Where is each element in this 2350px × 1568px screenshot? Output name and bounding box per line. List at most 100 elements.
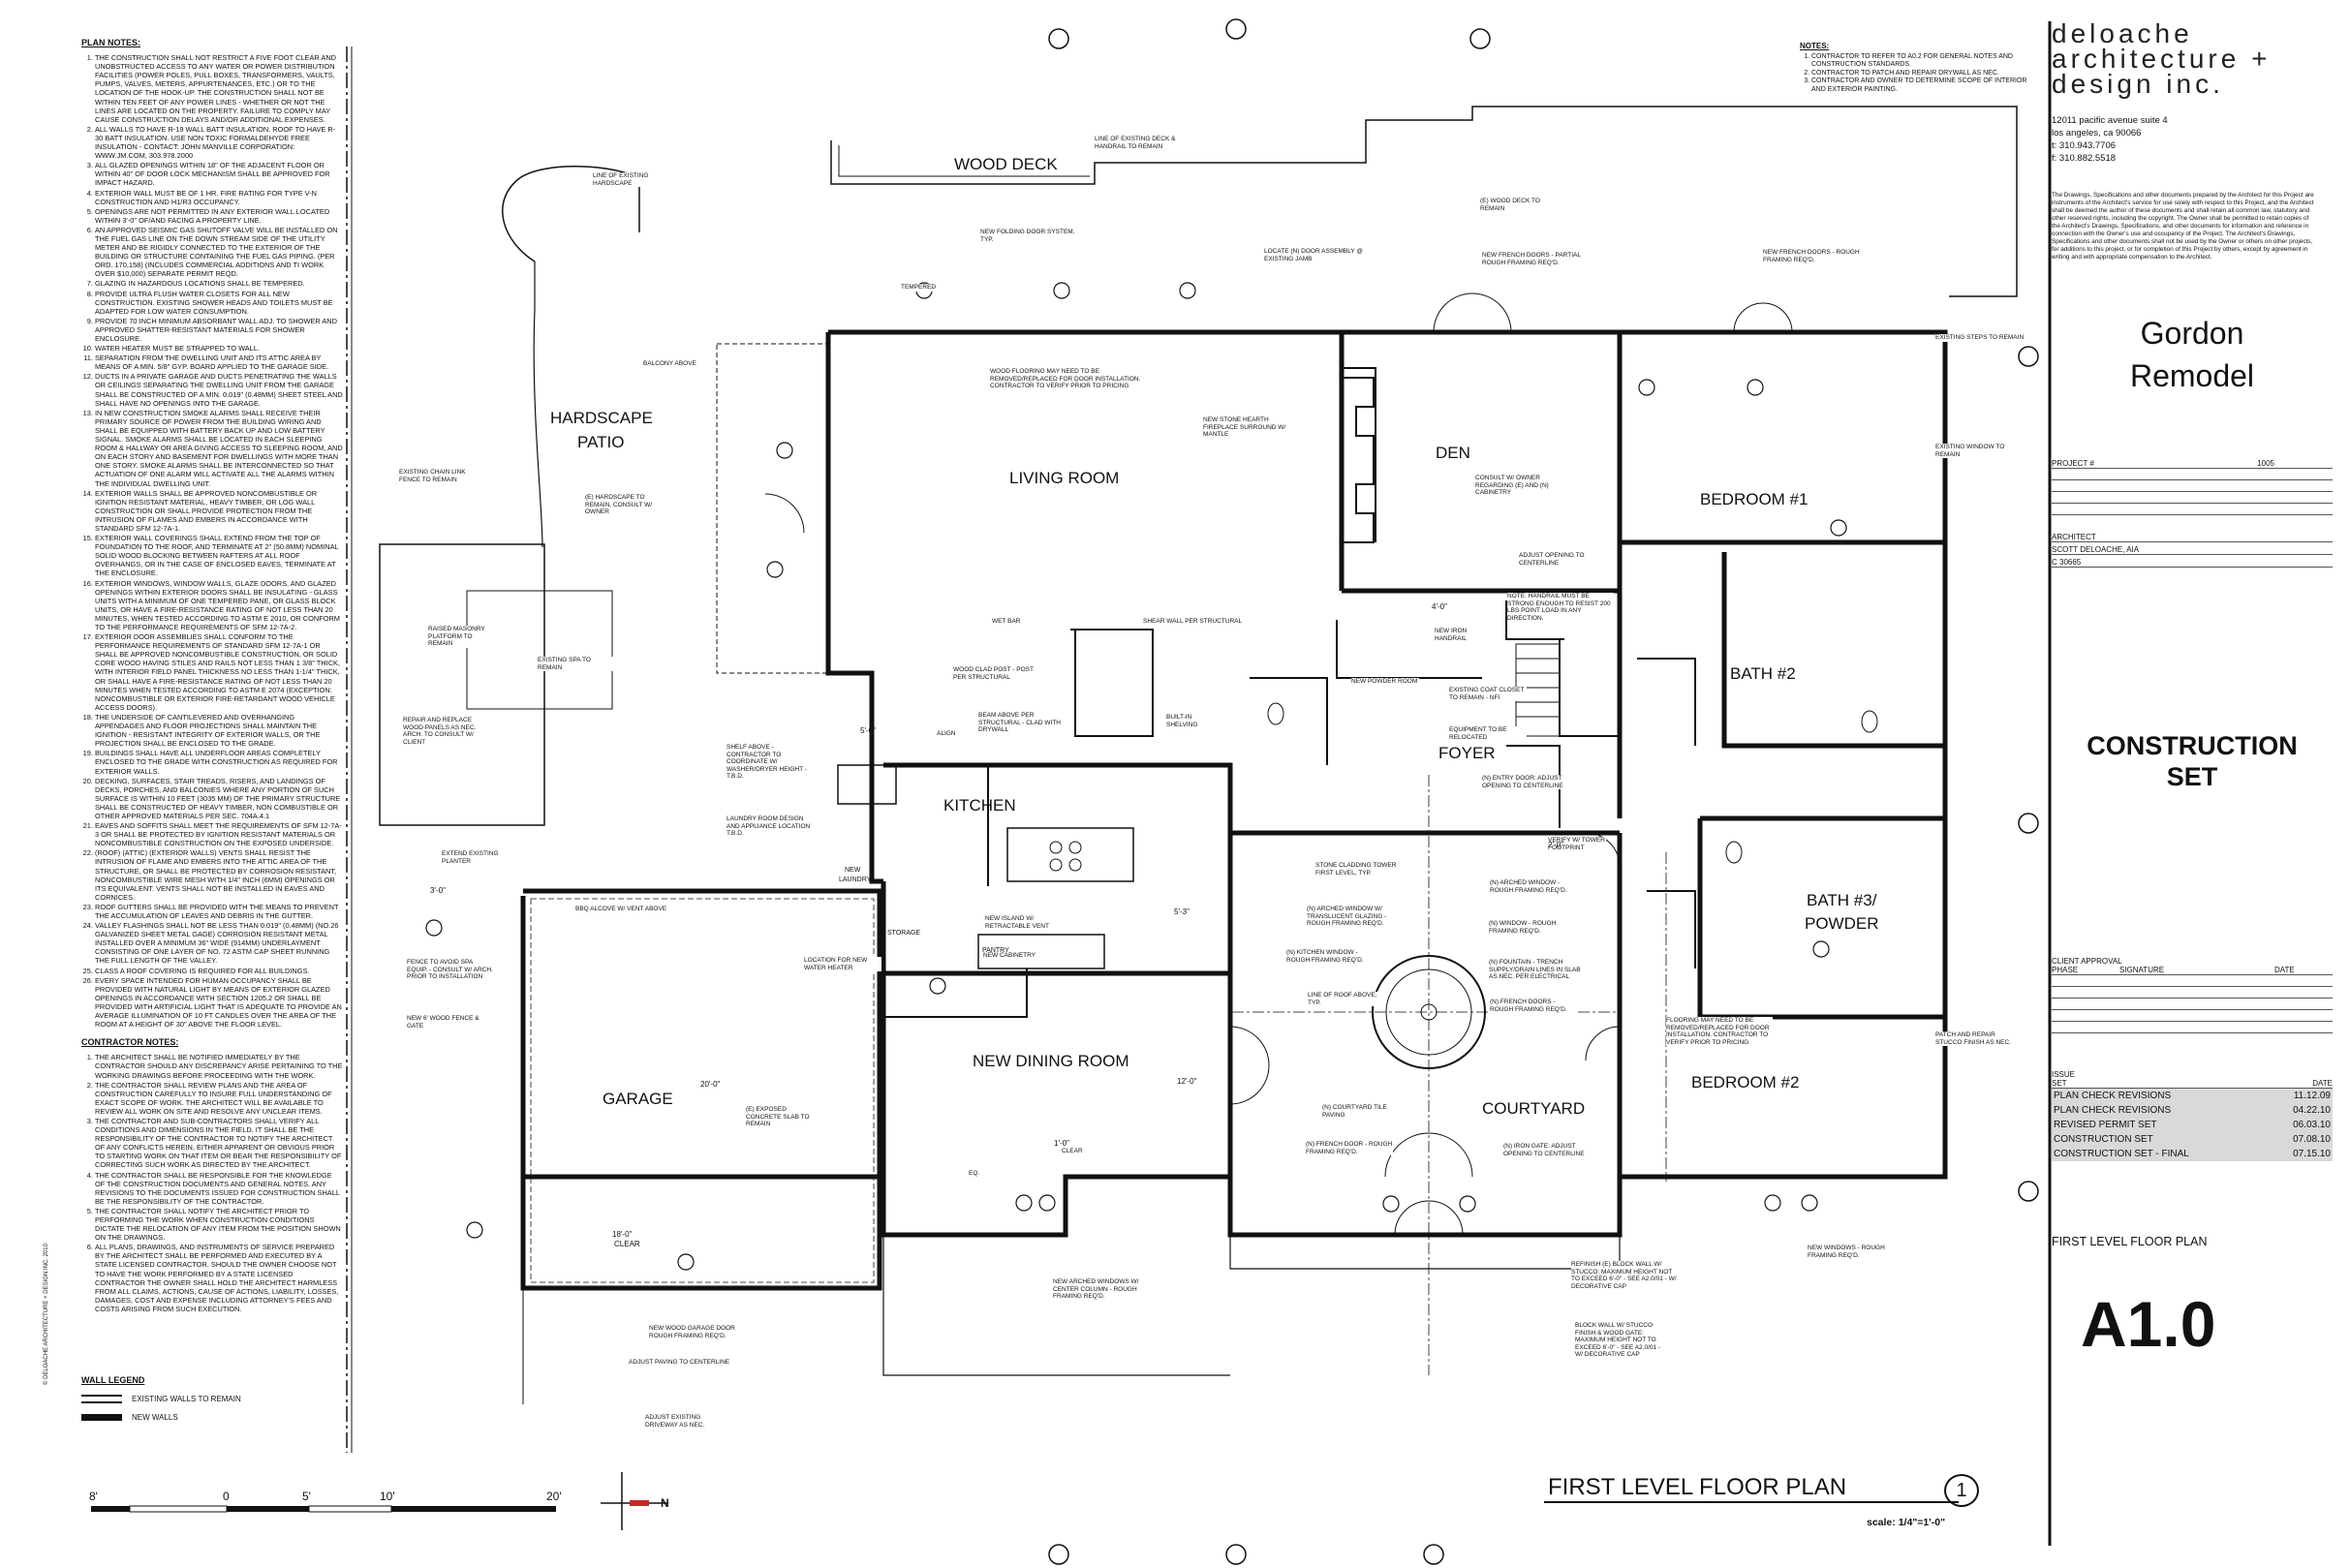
issue-date: 06.03.10	[2293, 1120, 2331, 1130]
plan-callout: EXISTING SPA TO REMAIN	[538, 657, 615, 672]
issue-set-label: SET	[2052, 1079, 2067, 1088]
scale-label-10: 10'	[380, 1490, 395, 1503]
dimension-label: 3'-0"	[430, 886, 446, 895]
room-label: LIVING ROOM	[1009, 469, 1120, 487]
license-number: C 30665	[2052, 555, 2333, 568]
plan-note: THE CONSTRUCTION SHALL NOT RESTRICT A FI…	[95, 53, 343, 124]
client-approval-block: CLIENT APPROVAL PHASE SIGNATURE DATE	[2052, 957, 2333, 1033]
north-arrow	[601, 1472, 668, 1530]
fax: f: 310.882.5518	[2052, 153, 2117, 164]
plan-note: IN NEW CONSTRUCTION SMOKE ALARMS SHALL R…	[95, 409, 343, 488]
plan-callout: BBQ ALCOVE W/ VENT ABOVE	[575, 906, 682, 913]
courtyard-wall	[1229, 1235, 1621, 1270]
room-label: NEW	[845, 867, 861, 874]
contractor-notes-title: CONTRACTOR NOTES:	[81, 1037, 179, 1048]
contractor-note: THE CONTRACTOR AND SUB-CONTRACTORS SHALL…	[95, 1117, 343, 1170]
plan-note: VALLEY FLASHINGS SHALL NOT BE LESS THAN …	[95, 921, 343, 965]
north-label: N	[661, 1496, 669, 1510]
plan-callout: REFINISH (E) BLOCK WALL W/ STUCCO: MAXIM…	[1571, 1261, 1678, 1291]
room-label: POWDER	[1805, 914, 1879, 933]
plan-callout: WOOD FLOORING MAY NEED TO BE REMOVED/REP…	[990, 368, 1155, 390]
window-tags	[425, 282, 1847, 1271]
issue-header: SET DATE	[2052, 1079, 2333, 1089]
plan-callout: BLOCK WALL W/ STUCCO FINISH & WOOD GATE:…	[1575, 1322, 1662, 1359]
room-label: KITCHEN	[943, 796, 1016, 815]
plan-note: (ROOF) (ATTIC) (EXTERIOR WALLS) VENTS SH…	[95, 848, 343, 902]
project-number-row: PROJECT # 1005	[2052, 459, 2333, 469]
drawing-title-underline	[1544, 1501, 1959, 1503]
plan-callout: WET BAR	[992, 618, 1050, 626]
plan-callout: BEAM ABOVE PER STRUCTURAL - CLAD WITH DR…	[978, 712, 1066, 734]
scale-label-20: 20'	[546, 1490, 562, 1503]
firm-line-1: deloache	[2052, 18, 2193, 48]
plan-callout: VERIFY W/ TOWER FOOTPRINT	[1548, 837, 1606, 852]
kitchen-counter	[977, 934, 1105, 969]
project-number-block: PROJECT # 1005	[2052, 459, 2333, 515]
plan-note: EXTERIOR WALLS SHALL BE APPROVED NONCOMB…	[95, 489, 343, 533]
hardscape-edge	[533, 261, 543, 548]
plan-callout: NEW ISLAND W/ RETRACTABLE VENT	[985, 915, 1072, 931]
plan-callout: LAUNDRY ROOM DESIGN AND APPLIANCE LOCATI…	[727, 815, 814, 838]
room-label: HARDSCAPE	[550, 409, 653, 427]
signature-label: SIGNATURE	[2119, 966, 2165, 974]
plan-note: THE UNDERSIDE OF CANTILEVERED AND OVERHA…	[95, 713, 343, 748]
plan-callout: EXISTING STEPS TO REMAIN	[1935, 334, 2042, 342]
general-note: CONTRACTOR TO REFER TO A0.2 FOR GENERAL …	[1811, 53, 2042, 70]
cooktop-burner	[1049, 858, 1063, 872]
plan-note: EAVES AND SOFFITS SHALL MEET THE REQUIRE…	[95, 821, 343, 847]
plan-callout: WOOD CLAD POST - POST PER STRUCTURAL	[953, 666, 1040, 682]
room-label: BEDROOM #1	[1700, 490, 1809, 508]
plan-note: WATER HEATER MUST BE STRAPPED TO WALL.	[95, 344, 343, 353]
set-type-line-2: SET	[2166, 762, 2218, 791]
dimension-label: CLEAR	[614, 1240, 640, 1248]
toilet-bath2	[1861, 710, 1878, 733]
dimension-label: 18'-0"	[612, 1230, 633, 1239]
plan-note: ALL GLAZED OPENINGS WITHIN 18" OF THE AD…	[95, 161, 343, 187]
plan-note: SEPARATION FROM THE DWELLING UNIT AND IT…	[95, 354, 343, 371]
blank-field	[2052, 999, 2333, 1010]
room-label: BATH #3/	[1807, 891, 1877, 909]
room-label: STORAGE	[887, 930, 921, 937]
general-notes: NOTES: CONTRACTOR TO REFER TO A0.2 FOR G…	[1800, 42, 2042, 95]
plan-callout: (N) FRENCH DOOR - ROUGH FRAMING REQ'D.	[1306, 1141, 1393, 1156]
legend-existing-swatch	[81, 1395, 122, 1403]
contractor-notes-list: THE ARCHITECT SHALL BE NOTIFIED IMMEDIAT…	[81, 1053, 343, 1313]
spa	[466, 590, 613, 710]
wall-legend: WALL LEGEND EXISTING WALLS TO REMAIN NEW…	[81, 1375, 333, 1431]
room-label: LAUNDRY	[839, 876, 872, 883]
fireplace	[1342, 377, 1375, 543]
plan-note: GLAZING IN HAZARDOUS LOCATIONS SHALL BE …	[95, 279, 343, 288]
plan-callout: (E) HARDSCAPE TO REMAIN, CONSULT W/ OWNE…	[585, 494, 672, 516]
plan-callout: (E) WOOD DECK TO REMAIN	[1480, 198, 1558, 213]
plan-callout: STONE CLADDING TOWER FIRST LEVEL, TYP.	[1315, 862, 1403, 877]
dimension-label: 1'-0"	[1054, 1139, 1069, 1148]
general-note: CONTRACTOR TO PATCH AND REPAIR DRYWALL A…	[1811, 70, 2042, 78]
contractor-note: ALL PLANS, DRAWINGS, AND INSTRUMENTS OF …	[95, 1243, 343, 1313]
plan-callout: ADJUST PAVING TO CENTERLINE	[629, 1359, 745, 1367]
blank-field	[2052, 469, 2333, 480]
sheet-name: FIRST LEVEL FLOOR PLAN	[2052, 1235, 2208, 1248]
project-name-line-2: Remodel	[2129, 358, 2255, 393]
kitchen-island	[1006, 827, 1134, 882]
issue-set: CONSTRUCTION SET	[2054, 1134, 2153, 1145]
plan-note: EXTERIOR DOOR ASSEMBLIES SHALL CONFORM T…	[95, 632, 343, 712]
section-markers	[1048, 18, 2039, 1565]
scale-label-0: 0	[223, 1490, 230, 1503]
room-label: BATH #2	[1730, 664, 1796, 683]
room-label: NEW DINING ROOM	[973, 1052, 1129, 1070]
plan-note: ROOF GUTTERS SHALL BE PROVIDED WITH THE …	[95, 903, 343, 920]
blank-field	[2052, 1022, 2333, 1033]
plan-callout: SHEAR WALL PER STRUCTURAL	[1143, 618, 1250, 626]
project-number-label: PROJECT #	[2052, 459, 2094, 468]
room-label: GARAGE	[603, 1090, 673, 1108]
firm-address: 12011 pacific avenue suite 4 los angeles…	[2052, 114, 2333, 165]
set-type-line-1: CONSTRUCTION	[2087, 731, 2298, 760]
cooktop-burner	[1049, 841, 1063, 854]
plan-callout: EXISTING CHAIN LINK FENCE TO REMAIN	[399, 469, 486, 484]
address-line-2: los angeles, ca 90066	[2052, 128, 2142, 138]
plan-callout: NEW FRENCH DOORS - PARTIAL ROUGH FRAMING…	[1482, 252, 1589, 267]
plan-note: ALL WALLS TO HAVE R-19 WALL BATT INSULAT…	[95, 125, 343, 160]
